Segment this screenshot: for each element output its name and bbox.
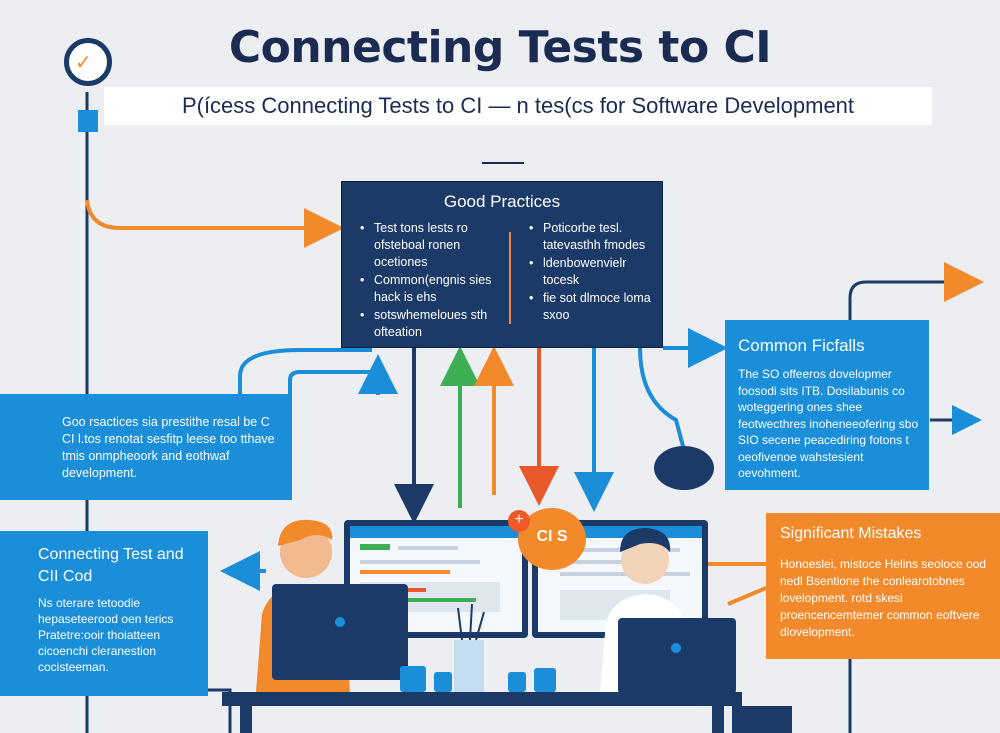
- list-item: sotswhemeloues sth ofteation: [358, 307, 508, 341]
- list-item: fie sot dlmoce loma sxoo: [527, 290, 657, 324]
- checklist-logo-icon: [64, 38, 112, 86]
- person-right-head: [621, 536, 669, 584]
- good-practices-left-list: Test tons lests ro ofsteboal ronen oceti…: [358, 220, 508, 342]
- connecting-test-text: Ns oterare tetoodie hepaseteerood oen te…: [38, 596, 174, 674]
- right-navy-line: [848, 280, 950, 320]
- plus-label: +: [514, 511, 524, 528]
- list-item: ldenbowenvielr tocesk: [527, 255, 657, 289]
- blue-arrow-left-callout: [288, 370, 378, 398]
- list-item: Poticorbe tesl. tatevasthh fmodes: [527, 220, 657, 254]
- ci-badge-label: CI S: [536, 528, 568, 545]
- laptop-right: [618, 618, 736, 694]
- list-item: Test tons lests ro ofsteboal ronen oceti…: [358, 220, 508, 271]
- spine-square: [78, 110, 98, 132]
- significant-mistakes-box: [766, 513, 1000, 659]
- significant-mistakes-title: Significant Mistakes: [780, 525, 922, 542]
- laptop-left: [272, 584, 408, 680]
- common-pitfalls-box: [725, 320, 929, 490]
- connecting-test-box: [0, 531, 208, 696]
- page-subtitle: P(ícess Connecting Tests to CI — n tes(c…: [181, 93, 855, 118]
- common-pitfalls-title: Common Ficfalls: [738, 336, 865, 355]
- subtitle-bar: [104, 87, 932, 125]
- page-title: Connecting Tests to CI: [228, 22, 772, 73]
- connecting-test-title: Connecting Test and CII Cod: [38, 546, 184, 585]
- check-icon: ✓: [75, 52, 92, 74]
- desk: [222, 692, 742, 706]
- title-divider: [482, 162, 524, 164]
- lamp-shade: [654, 446, 714, 490]
- good-practices-right-list: Poticorbe tesl. tatevasthh fmodes ldenbo…: [527, 220, 657, 325]
- good-practices-title: Good Practices: [443, 192, 561, 211]
- orange-arrow-to-practices: [85, 199, 344, 248]
- column-divider: [509, 232, 511, 324]
- list-item: Common(engnis sies hack is ehs: [358, 272, 508, 306]
- left-callout-text: Goo rsactices sia prestithe resal be C C…: [62, 415, 275, 480]
- common-pitfalls-text: The SO offeeros dovelopmer foosodi sits …: [738, 367, 919, 480]
- significant-mistakes-text: Honoeslei, mistoce Helins seoloce ood ne…: [780, 557, 987, 639]
- plus-icon: [508, 510, 530, 532]
- left-callout-box: [0, 394, 292, 500]
